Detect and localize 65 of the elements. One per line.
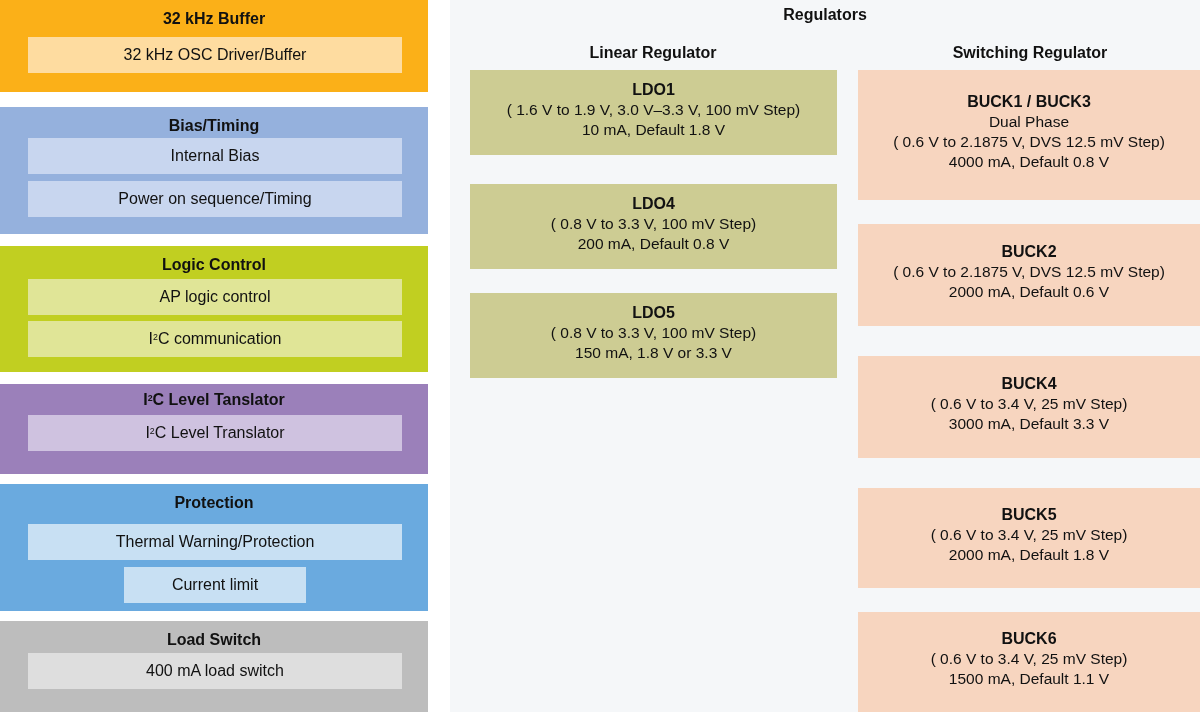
regulator-name: BUCK2 [1001, 242, 1057, 262]
regulator-box [470, 70, 837, 155]
function-box [28, 653, 402, 689]
regulator-spec: 3000 mA, Default 3.3 V [948, 414, 1110, 434]
function-box [28, 321, 402, 357]
regulator-spec: ( 0.6 V to 2.1875 V, DVS 12.5 mV Step) [893, 132, 1165, 152]
function-box [124, 567, 306, 603]
regulators-panel [450, 0, 1200, 712]
block-title: 32 kHz Buffer [161, 10, 267, 28]
function-label: 400 mA load switch [146, 662, 284, 680]
block-panel [0, 621, 428, 712]
regulator-spec: ( 0.8 V to 3.3 V, 100 mV Step) [550, 322, 757, 343]
regulator-spec: ( 0.6 V to 3.4 V, 25 mV Step) [930, 649, 1128, 669]
block-title: I$^{2}$C Level Tanslator [142, 391, 286, 409]
function-box [28, 415, 402, 451]
block-panel [0, 384, 428, 474]
regulator-name: LDO4 [632, 193, 675, 214]
regulator-box [858, 356, 1200, 458]
panel-title: Regulators [782, 6, 868, 24]
regulator-spec: 150 mA, 1.8 V or 3.3 V [575, 342, 732, 363]
regulator-box [858, 612, 1200, 712]
function-label: Thermal Warning/Protection [115, 533, 315, 551]
regulator-name: LDO5 [632, 302, 675, 323]
function-box [28, 181, 402, 217]
block-title: Load Switch [165, 631, 263, 649]
regulator-name: BUCK5 [1001, 505, 1057, 525]
function-label: 32 kHz OSC Driver/Buffer [123, 46, 307, 64]
regulator-box [858, 224, 1200, 326]
function-label: I$^{2}$C communication [148, 330, 282, 348]
regulator-spec: 200 mA, Default 0.8 V [577, 233, 730, 254]
regulator-box [470, 184, 837, 269]
regulator-box [858, 488, 1200, 588]
regulator-spec: 10 mA, Default 1.8 V [582, 119, 725, 140]
block-panel [0, 246, 428, 372]
function-label: Power on sequence/Timing [118, 190, 312, 208]
regulator-spec: ( 1.6 V to 1.9 V, 3.0 V–3.3 V, 100 mV Step) [506, 99, 801, 120]
regulator-spec: ( 0.6 V to 3.4 V, 25 mV Step) [930, 525, 1128, 545]
regulator-spec: 1500 mA, Default 1.1 V [948, 669, 1110, 689]
block-panel [0, 484, 428, 611]
function-label: AP logic control [159, 288, 271, 306]
regulator-spec: 2000 mA, Default 1.8 V [948, 545, 1110, 565]
regulator-spec: 2000 mA, Default 0.6 V [948, 282, 1110, 302]
block-title: Protection [173, 494, 255, 512]
function-label: Internal Bias [170, 147, 260, 165]
function-box [28, 138, 402, 174]
regulator-spec: ( 0.8 V to 3.3 V, 100 mV Step) [550, 213, 757, 234]
function-box [28, 279, 402, 315]
regulator-spec: ( 0.6 V to 2.1875 V, DVS 12.5 mV Step) [893, 262, 1165, 282]
regulator-name: BUCK4 [1001, 374, 1057, 394]
regulator-name: BUCK1 / BUCK3 [967, 92, 1091, 112]
block-panel [0, 107, 428, 234]
regulator-spec: Dual Phase [988, 112, 1070, 132]
function-box [28, 37, 402, 73]
block-panel [0, 0, 428, 92]
regulator-box [858, 70, 1200, 200]
function-label: Current limit [171, 576, 259, 594]
regulator-spec: 4000 mA, Default 0.8 V [948, 152, 1110, 172]
regulator-name: LDO1 [632, 79, 675, 100]
function-box [28, 524, 402, 560]
function-label: I$^{2}$C Level Translator [145, 424, 285, 442]
regulator-name: BUCK6 [1001, 629, 1057, 649]
regulator-spec: ( 0.6 V to 3.4 V, 25 mV Step) [930, 394, 1128, 414]
block-title: Logic Control [161, 256, 267, 274]
block-title: Bias/Timing [167, 117, 261, 135]
regulator-box [470, 293, 837, 378]
